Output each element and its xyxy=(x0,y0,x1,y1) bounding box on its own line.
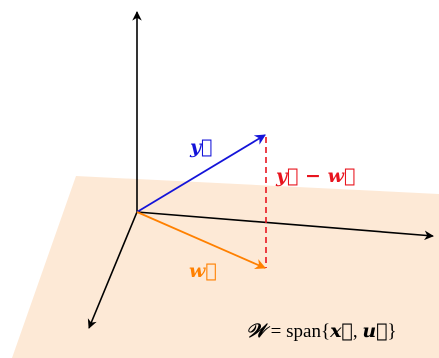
axis-horizontal xyxy=(136,211,434,241)
subspace-plane xyxy=(12,176,439,358)
subspace-label: 𝒲 = span{x⃗, u⃗} xyxy=(246,320,397,342)
vector-w-label: w⃗ xyxy=(189,260,217,282)
axis-diagonal xyxy=(87,211,138,329)
subspace-u-vector: u⃗ xyxy=(362,320,387,342)
subspace-span-text: = span{ xyxy=(266,321,330,342)
vector-y-arrow xyxy=(136,134,266,213)
subspace-close-brace: } xyxy=(388,321,397,342)
vector-y-label: y⃗ xyxy=(189,136,212,158)
subspace-comma: , xyxy=(353,321,363,342)
subspace-x-vector: x⃗ xyxy=(329,320,353,342)
difference-label: y⃗ − w⃗ xyxy=(275,165,355,187)
subspace-symbol: 𝒲 xyxy=(246,320,271,342)
vector-w-arrow xyxy=(136,211,266,270)
